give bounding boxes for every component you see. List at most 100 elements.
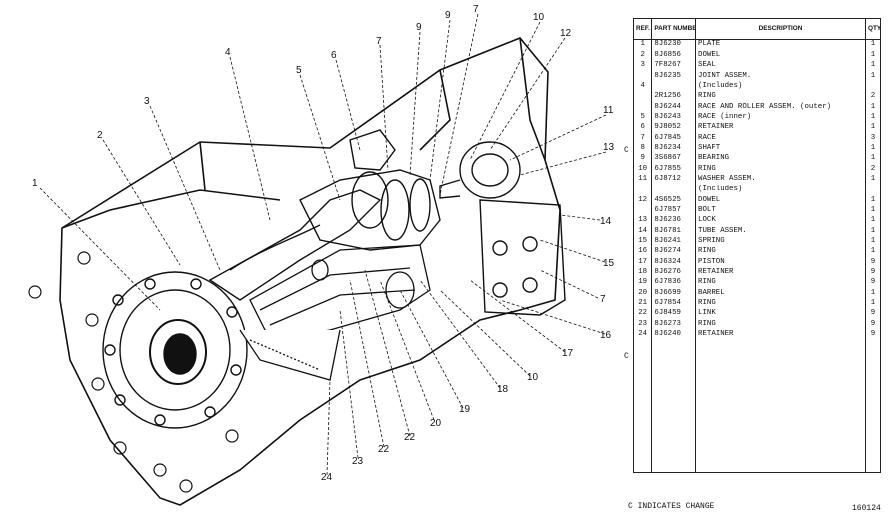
cell-desc: BEARING bbox=[695, 153, 867, 165]
cell-desc: RETAINER bbox=[695, 122, 867, 134]
callout: 22 bbox=[378, 444, 390, 455]
cell-ref bbox=[632, 71, 653, 82]
cell-ref bbox=[632, 91, 653, 103]
cell-ref: 22 bbox=[632, 308, 653, 320]
callout: 20 bbox=[430, 418, 442, 429]
cell-part: 8J6276 bbox=[651, 267, 697, 278]
cell-ref: 14 bbox=[632, 226, 653, 237]
header-part-number: PART NUMBER bbox=[651, 18, 697, 40]
cell-desc: JOINT ASSEM. bbox=[695, 71, 867, 82]
cell-ref: 9 bbox=[632, 153, 653, 165]
callout: 7 bbox=[376, 36, 382, 47]
flange-holes bbox=[28, 251, 239, 493]
parts-list-table: REF. NO. PART NUMBER DESCRIPTION QTY 18J… bbox=[632, 18, 881, 473]
cell-part: 8J6324 bbox=[651, 257, 697, 268]
cell-part: 6J7855 bbox=[651, 164, 697, 175]
cell-ref: 21 bbox=[632, 298, 653, 309]
cell-qty: 1 bbox=[865, 60, 881, 72]
cell-part: 6J8712 bbox=[651, 174, 697, 185]
cell-part: 8J6243 bbox=[651, 112, 697, 123]
table-row: 4(Includes) bbox=[632, 81, 881, 92]
cell-qty: 2 bbox=[865, 164, 881, 175]
cell-qty: 1 bbox=[865, 246, 881, 258]
cell-desc: RACE bbox=[695, 133, 867, 144]
cell-qty: 1 bbox=[865, 50, 881, 61]
header-description: DESCRIPTION bbox=[695, 18, 867, 40]
leader-lines bbox=[39, 13, 607, 476]
cell-qty: 1 bbox=[865, 122, 881, 134]
cell-qty: 1 bbox=[865, 143, 881, 154]
cell-part: 8J6240 bbox=[651, 329, 697, 340]
cell-qty: 1 bbox=[865, 39, 881, 51]
cell-qty bbox=[865, 184, 881, 196]
cell-desc: TUBE ASSEM. bbox=[695, 226, 867, 237]
cell-desc: RACE AND ROLLER ASSEM. (outer) bbox=[695, 102, 867, 113]
cell-qty: 9 bbox=[865, 329, 881, 340]
cell-part: 6J7845 bbox=[651, 133, 697, 144]
cell-part: 8J6244 bbox=[651, 102, 697, 113]
callout: 12 bbox=[560, 28, 572, 39]
callout: 24 bbox=[321, 472, 333, 483]
cell-desc: RING bbox=[695, 91, 867, 103]
change-indicator-note: C INDICATES CHANGE bbox=[628, 502, 715, 511]
cell-ref: 8 bbox=[632, 143, 653, 154]
cell-desc: SPRING bbox=[695, 236, 867, 247]
cell-desc: PISTON bbox=[695, 257, 867, 268]
cell-desc: RING bbox=[695, 164, 867, 175]
cell-qty: 1 bbox=[865, 71, 881, 82]
callout: 7 bbox=[473, 4, 479, 15]
cell-ref: 16 bbox=[632, 246, 653, 258]
callout: 16 bbox=[600, 330, 612, 341]
cell-desc: RING bbox=[695, 298, 867, 309]
cell-qty: 1 bbox=[865, 153, 881, 165]
callout: 6 bbox=[331, 50, 337, 61]
cell-ref: 18 bbox=[632, 267, 653, 278]
cell-desc: DOWEL bbox=[695, 50, 867, 61]
callout: 19 bbox=[459, 404, 471, 415]
cell-ref: 23 bbox=[632, 319, 653, 330]
cell-desc: BOLT bbox=[695, 205, 867, 216]
cell-qty: 1 bbox=[865, 112, 881, 123]
cell-qty: 9 bbox=[865, 267, 881, 278]
cell-qty: 9 bbox=[865, 308, 881, 320]
cell-qty: 3 bbox=[865, 133, 881, 144]
cell-qty: 9 bbox=[865, 319, 881, 330]
callout: 7 bbox=[600, 294, 606, 305]
header-ref-no: REF. NO. bbox=[632, 18, 653, 40]
cell-qty: 2 bbox=[865, 91, 881, 103]
header-qty: QTY bbox=[865, 18, 881, 40]
cell-qty: 1 bbox=[865, 174, 881, 185]
blank-cell bbox=[865, 339, 881, 473]
cell-desc: RING bbox=[695, 277, 867, 289]
callout: 17 bbox=[562, 348, 574, 359]
callout: 11 bbox=[603, 105, 614, 116]
cell-ref: 10 bbox=[632, 164, 653, 175]
end-cap bbox=[439, 141, 566, 316]
table-header-row: REF. NO. PART NUMBER DESCRIPTION QTY bbox=[632, 18, 881, 40]
cell-part: 3S6867 bbox=[651, 153, 697, 165]
callout: 15 bbox=[603, 258, 615, 269]
housing-outline bbox=[59, 37, 561, 506]
change-mark: C bbox=[624, 146, 629, 155]
cell-ref: 4 bbox=[632, 81, 653, 92]
cell-ref: 11 bbox=[632, 174, 653, 185]
cell-ref bbox=[632, 184, 653, 196]
drawing-id: 160124 bbox=[852, 504, 881, 513]
cell-ref: 3 bbox=[632, 60, 653, 72]
cell-part: 7F8267 bbox=[651, 60, 697, 72]
